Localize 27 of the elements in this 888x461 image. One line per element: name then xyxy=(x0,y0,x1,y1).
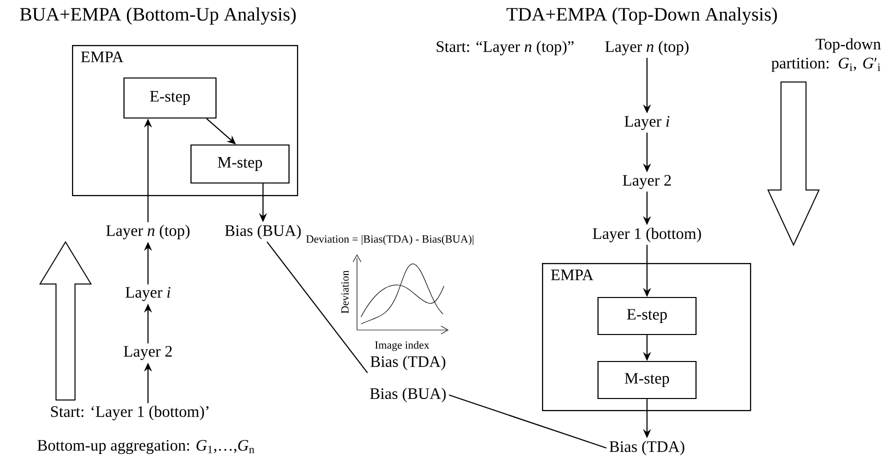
axis-label: Image index xyxy=(375,341,430,351)
node-label: Layer 2 xyxy=(124,346,172,360)
heading: TDA+EMPA (Top-Down Analysis) xyxy=(506,7,777,25)
node-label: Start: ‘Layer 1 (bottom)’ xyxy=(51,406,208,420)
axis-label: Deviation xyxy=(341,270,349,314)
process-box: E-step xyxy=(597,296,697,336)
node-label: Bias (BUA) xyxy=(225,224,301,240)
process-box: M-step xyxy=(597,360,697,400)
text-label: Top-down partition: G$_{i}$, G′$_{i}$ xyxy=(771,38,881,72)
node-label: Bias (BUA) xyxy=(370,388,446,402)
node-label: Layer 2 xyxy=(622,174,671,190)
connector-line xyxy=(266,241,368,374)
node-label: Bias (TDA) xyxy=(370,356,446,370)
chart-title: Deviation = |Bias(TDA) - Bias(BUA)| xyxy=(306,235,474,245)
node-label: Layer n (top) xyxy=(106,224,190,240)
node-label: Bias (TDA) xyxy=(609,440,684,456)
heading: BUA+EMPA (Bottom-Up Analysis) xyxy=(20,7,296,25)
node-label: Layer n (top) xyxy=(605,40,688,56)
node-label: Layer i xyxy=(126,287,170,302)
process-box: E-step xyxy=(123,77,217,119)
node-label: Layer 1 (bottom) xyxy=(592,228,701,242)
process-box: M-step xyxy=(190,144,290,184)
arrow xyxy=(206,118,236,144)
text-label: Start: “Layer n (top)” xyxy=(436,40,574,56)
text-label: Bottom-up aggregation: G$_{1}$,…,G$_{n}$ xyxy=(37,440,254,454)
node-label: Layer i xyxy=(624,116,670,130)
connector-line xyxy=(448,394,607,449)
